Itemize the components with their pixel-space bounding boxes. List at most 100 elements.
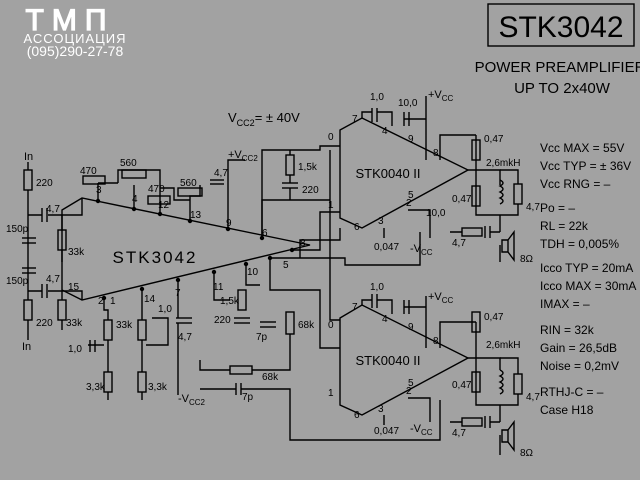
spec-item: TDH = 0,005%: [540, 237, 619, 251]
label-470: 470: [148, 184, 165, 195]
title-box: [487, 3, 635, 47]
resistor-1-5k-mid: [237, 289, 247, 311]
input-wiring-top: [27, 162, 83, 280]
label-4-7: 4,7: [214, 168, 228, 179]
spec-item: RL = 22k: [540, 219, 589, 233]
speaker-bot-wiring: [450, 357, 519, 455]
label-4-7: 4,7: [46, 204, 60, 215]
label-4-7: 4,7: [526, 202, 540, 213]
pin-label: 11: [213, 282, 224, 293]
pin-label: 12: [158, 200, 170, 211]
resistor-0-47-top-a: [471, 139, 481, 161]
resistor-220-top: [23, 169, 33, 191]
pin-label: 14: [144, 294, 156, 305]
label-220: 220: [36, 178, 53, 189]
label-2-6mkh: 2,6mkH: [486, 158, 520, 169]
pin-label: 6: [262, 228, 268, 239]
inductor-top: [498, 179, 504, 205]
spec-item: Gain = 26,5dB: [540, 341, 617, 355]
label-33k: 33k: [116, 320, 133, 331]
stk0040-top-label: STK0040 II: [355, 166, 420, 181]
spec-item: RIN = 32k: [540, 323, 595, 337]
lower-network-wiring: [88, 264, 260, 400]
bottom-feedback-wiring: [199, 334, 441, 441]
pin-label: 15: [68, 282, 80, 293]
logo-name: ТМП: [26, 4, 115, 37]
label-220: 220: [36, 318, 53, 329]
minus-vcc-bot: -VCC: [410, 423, 433, 437]
label-3-3k: 3,3k: [148, 382, 168, 393]
stk0040-bot-body: [339, 304, 470, 416]
label-220: 220: [302, 185, 319, 196]
label-0-047: 0,047: [374, 242, 399, 253]
spec-item: Vcc MAX = 55V: [540, 141, 624, 155]
pin-label: 8: [433, 336, 439, 347]
label-1-5k: 1,5k: [298, 162, 318, 173]
pin-label: 4: [382, 314, 388, 325]
resistor-33k-bot: [57, 299, 67, 321]
resistor-4-7-top-right: [513, 183, 523, 205]
pin-label: 8: [300, 238, 306, 249]
pin-label: 6: [354, 410, 360, 421]
resistor-68k-bot: [229, 365, 253, 375]
input-label-top: In: [24, 151, 33, 163]
pin-label: 5: [283, 260, 289, 271]
pin-label: 4: [382, 126, 388, 137]
plus-vcc-top: +VCC: [428, 89, 454, 103]
stk0040-top-pins: 0 7 4 9 8 6 3 2 5 1: [328, 114, 439, 233]
label-8-ohm: 8Ω: [520, 448, 534, 459]
label-1-5k: 1,5k: [220, 296, 240, 307]
resistor-220-bot: [23, 299, 33, 321]
resistor-4-7-bot-bot: [461, 417, 483, 427]
resistor-0-47-bot-b: [471, 371, 481, 393]
label-1-0: 1,0: [370, 282, 384, 293]
speaker-top-icon: [501, 229, 515, 263]
pin-label: 9: [408, 322, 414, 333]
wiring-1-5k: [289, 145, 340, 200]
label-0-47: 0,47: [484, 134, 504, 145]
stk3042-ic-label: STK3042: [113, 248, 198, 267]
label-10-0: 10,0: [426, 208, 446, 219]
label-33k: 33k: [66, 318, 83, 329]
pin-label: 2: [406, 386, 412, 397]
label-560: 560: [180, 178, 197, 189]
stk0040-bot-label: STK0040 II: [355, 353, 420, 368]
pin-label: 4: [132, 194, 138, 205]
logo-phone: (095)290-27-78: [27, 43, 124, 59]
resistor-560-a: [121, 169, 147, 179]
pin-label: 1: [110, 296, 116, 307]
page-title: STK3042: [498, 11, 623, 44]
pin-label: 1: [328, 388, 334, 399]
label-0-47: 0,47: [452, 194, 472, 205]
resistor-33k-right: [137, 319, 147, 341]
resistor-68k-mid: [285, 311, 295, 335]
resistor-33k-left: [103, 319, 113, 341]
minus-vcc2-label: -VCC2: [178, 393, 206, 407]
resistor-560-b: [177, 187, 203, 197]
label-1-0: 1,0: [68, 344, 82, 355]
resistor-4-7-bot-right: [513, 373, 523, 395]
label-4-7: 4,7: [452, 428, 466, 439]
spec-item: Vcc TYP = ± 36V: [540, 159, 631, 173]
pin-label: 0: [328, 132, 334, 143]
pin-label: 2: [406, 198, 412, 209]
label-0-047: 0,047: [374, 426, 399, 437]
label-1-0: 1,0: [158, 304, 172, 315]
pin-label: 0: [328, 320, 334, 331]
label-4-7: 4,7: [526, 392, 540, 403]
label-2-6mkh: 2,6mkH: [486, 340, 520, 351]
label-4-7: 4,7: [178, 332, 192, 343]
pin-label: 5: [408, 378, 414, 389]
label-4-7: 4,7: [452, 238, 466, 249]
label-68k: 68k: [298, 320, 315, 331]
stk0040-top-body: [339, 117, 470, 229]
spec-item: IMAX = –: [540, 297, 590, 311]
pin-label: 6: [354, 222, 360, 233]
input-label-bot: In: [22, 341, 31, 353]
resistor-470-a: [82, 175, 106, 185]
resistor-4-7-top-bot: [461, 227, 483, 237]
resistor-3-3k-right: [137, 371, 147, 393]
label-4-7: 4,7: [46, 274, 60, 285]
pin-label: 3: [378, 216, 384, 227]
